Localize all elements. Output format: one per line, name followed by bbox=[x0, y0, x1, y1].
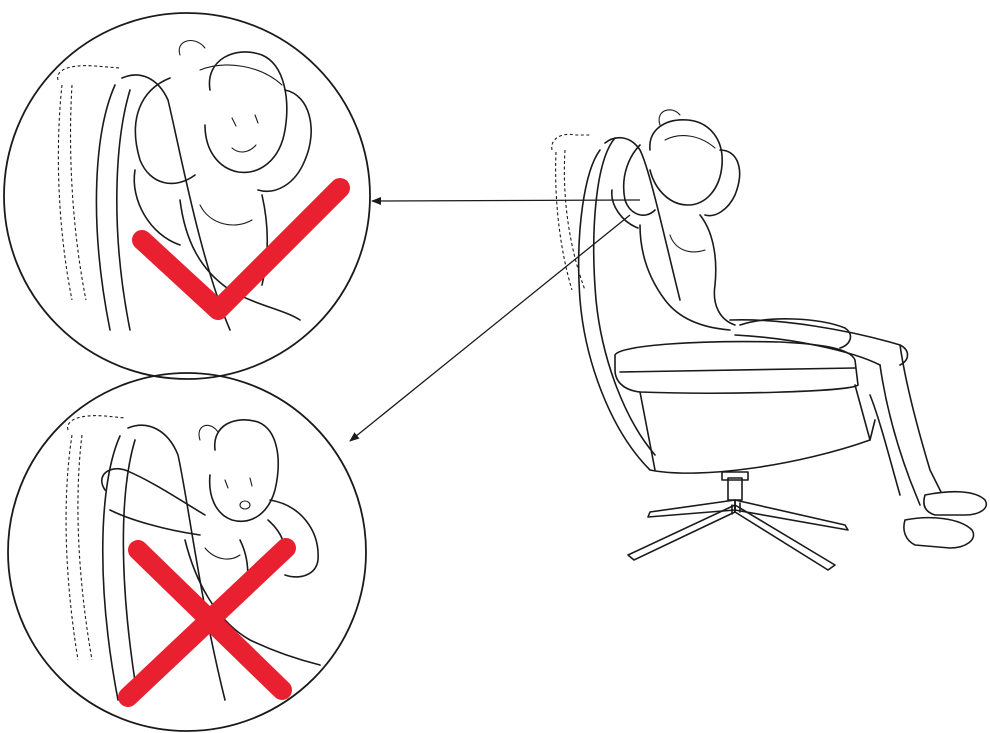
main-person bbox=[612, 110, 987, 548]
callout-incorrect bbox=[8, 373, 366, 731]
callout-frame bbox=[8, 373, 366, 731]
main-figure bbox=[552, 110, 987, 570]
arrows bbox=[350, 200, 640, 441]
chair bbox=[552, 134, 875, 473]
check-mark-icon bbox=[142, 188, 340, 310]
callout-correct bbox=[4, 13, 370, 379]
cross-mark-icon bbox=[128, 548, 286, 697]
chair-base bbox=[628, 472, 848, 570]
arrow-to-correct bbox=[372, 200, 640, 201]
arrow-to-incorrect bbox=[350, 215, 630, 441]
